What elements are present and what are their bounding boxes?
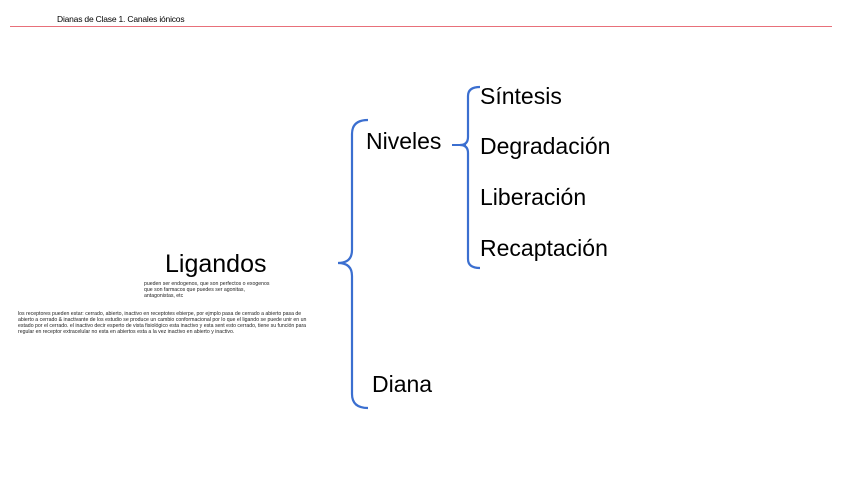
level-item: Liberación: [480, 184, 587, 210]
root-ligandos: Ligandos: [165, 250, 267, 278]
header-divider: [10, 26, 832, 27]
levels-brace: [459, 85, 481, 270]
branch-niveles: Niveles: [366, 128, 442, 154]
ligandos-note: pueden ser endogenos, que son perfectos …: [144, 281, 270, 299]
level-item: Recaptación: [480, 235, 608, 261]
page-header-title: Dianas de Clase 1. Canales iónicos: [57, 14, 185, 24]
receptor-states-note: los receptores pueden estar: cerrado, ab…: [18, 311, 307, 335]
level-item: Degradación: [480, 133, 611, 159]
branch-diana: Diana: [372, 371, 433, 397]
level-item: Síntesis: [480, 83, 562, 109]
main-brace: [337, 118, 369, 410]
